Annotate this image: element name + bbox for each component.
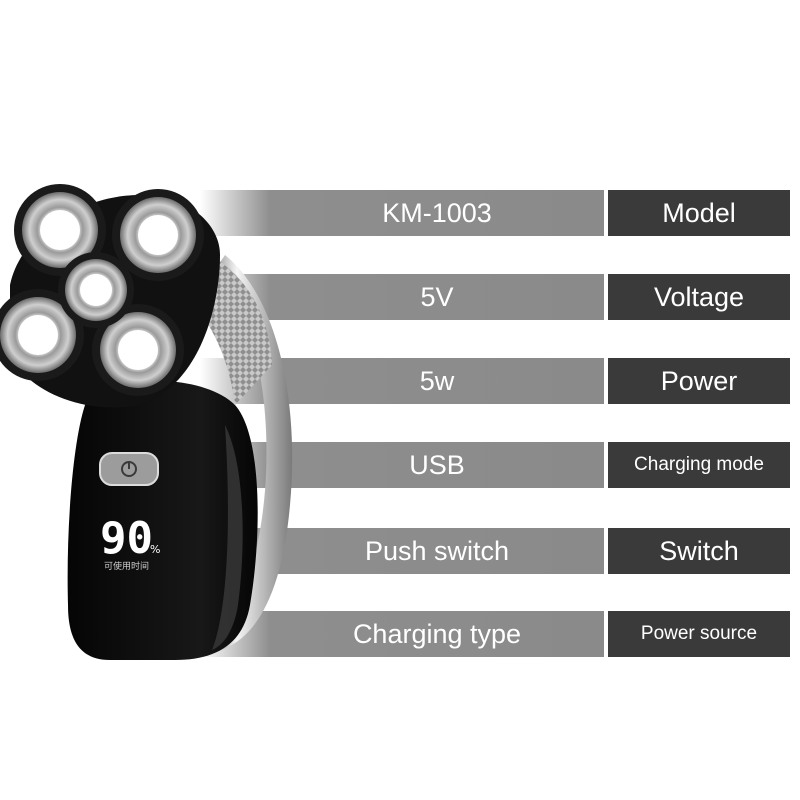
battery-display: 90 % 可使用时间 [100,513,160,572]
spec-row-power-source: Charging type Power source [0,611,800,657]
spec-row-model: KM-1003 Model [0,190,800,236]
display-caption: 可使用时间 [104,560,149,572]
shaver-image: 90 % 可使用时间 [0,184,293,660]
spec-key: Voltage [608,274,790,320]
spec-value: 5V [200,274,604,320]
blade-head-bottom-right [92,304,184,396]
blade-head-top-left [14,184,106,276]
blade-head-top-right [112,189,204,281]
spec-key: Switch [608,528,790,574]
spec-key: Power source [608,611,790,657]
power-icon [121,461,137,477]
body-highlight [212,425,243,650]
spec-key: Power [608,358,790,404]
spec-value: Charging type [200,611,604,657]
spec-value: KM-1003 [200,190,604,236]
spec-key: Charging mode [608,442,790,488]
blade-head-center [58,252,134,328]
blade-head-bottom-left [0,289,84,381]
battery-percentage: 90 [100,513,153,564]
shaver-body [67,380,258,660]
spec-key: Model [608,190,790,236]
battery-unit: % [150,543,160,556]
spec-row-voltage: 5V Voltage [0,274,800,320]
